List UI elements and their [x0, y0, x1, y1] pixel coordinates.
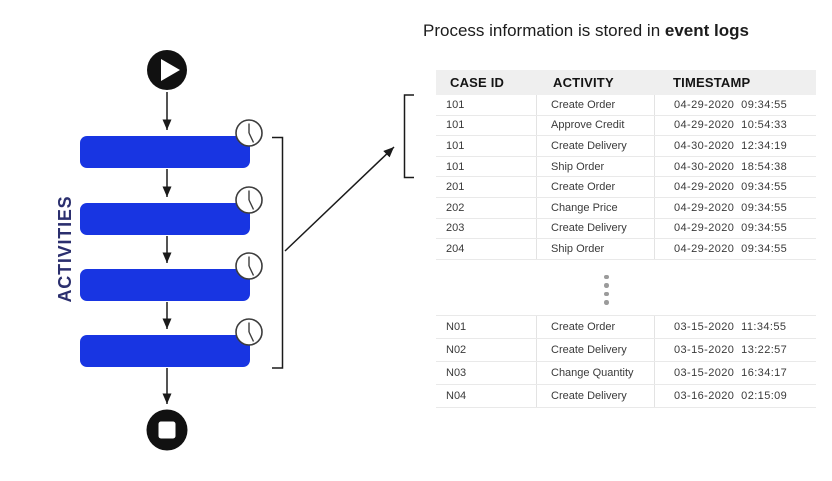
activities-bracket: [272, 136, 284, 369]
cell-activity: Create Delivery: [536, 338, 654, 361]
cell-timestamp: 04-30-2020 12:34:19: [654, 136, 816, 156]
activity-bar: [80, 203, 250, 235]
cell-activity: Create Delivery: [536, 136, 654, 156]
trace-bracket: [403, 94, 414, 179]
end-event-icon: [146, 409, 188, 451]
cell-case-id: N04: [446, 389, 467, 402]
play-icon: [161, 59, 180, 81]
cell-timestamp: 03-16-2020 02:15:09: [654, 384, 816, 407]
cell-activity: Change Quantity: [536, 361, 654, 384]
clock-icon: [235, 186, 263, 214]
cell-case-id: 204: [446, 242, 465, 255]
event-log-header-row: CASE ID ACTIVITY TIMESTAMP: [436, 70, 816, 95]
cell-timestamp: 03-15-2020 11:34:55: [654, 315, 816, 338]
title-regular: Process information is stored in: [423, 21, 661, 40]
cell-activity: Create Delivery: [536, 384, 654, 407]
cell-activity: Create Order: [536, 177, 654, 197]
clock-icon: [235, 119, 263, 147]
cell-case-id: N02: [446, 343, 467, 356]
ellipsis-dots-icon: [604, 274, 609, 305]
connector-arrow: [284, 146, 395, 252]
header-activity: ACTIVITY: [553, 75, 614, 90]
start-event-icon: [147, 50, 187, 90]
cell-timestamp: 04-29-2020 09:34:55: [654, 95, 816, 115]
stop-icon: [158, 421, 176, 439]
cell-case-id: N03: [446, 366, 467, 379]
header-case-id: CASE ID: [450, 75, 505, 90]
cell-case-id: 202: [446, 201, 465, 214]
clock-icon: [235, 252, 263, 280]
cell-case-id: 101: [446, 139, 465, 152]
clock-icon: [235, 318, 263, 346]
activity-bar: [80, 269, 250, 301]
cell-case-id: 101: [446, 98, 465, 111]
table-continuation-gap: [436, 260, 816, 315]
cell-timestamp: 04-29-2020 10:54:33: [654, 115, 816, 136]
cell-activity: Ship Order: [536, 239, 654, 259]
cell-activity: Approve Credit: [536, 115, 654, 136]
cell-timestamp: 04-29-2020 09:34:55: [654, 218, 816, 239]
cell-case-id: 203: [446, 222, 465, 235]
cell-case-id: 201: [446, 181, 465, 194]
cell-activity: Create Delivery: [536, 218, 654, 239]
cell-timestamp: 04-29-2020 09:34:55: [654, 239, 816, 259]
cell-timestamp: 03-15-2020 13:22:57: [654, 338, 816, 361]
cell-timestamp: 04-30-2020 18:54:38: [654, 156, 816, 177]
cell-activity: Ship Order: [536, 156, 654, 177]
header-timestamp: TIMESTAMP: [673, 75, 751, 90]
cell-timestamp: 03-15-2020 16:34:17: [654, 361, 816, 384]
cell-case-id: N01: [446, 320, 467, 333]
cell-activity: Create Order: [536, 95, 654, 115]
cell-timestamp: 04-29-2020 09:34:55: [654, 177, 816, 197]
cell-case-id: 101: [446, 160, 465, 173]
cell-case-id: 101: [446, 119, 465, 132]
cell-activity: Create Order: [536, 315, 654, 338]
cell-activity: Change Price: [536, 197, 654, 218]
activity-bar: [80, 136, 250, 168]
activity-bar: [80, 335, 250, 367]
activities-axis-label: ACTIVITIES: [55, 195, 75, 303]
page-title: Process information is stored in event l…: [423, 21, 749, 41]
cell-timestamp: 04-29-2020 09:34:55: [654, 197, 816, 218]
title-bold: event logs: [664, 21, 749, 40]
